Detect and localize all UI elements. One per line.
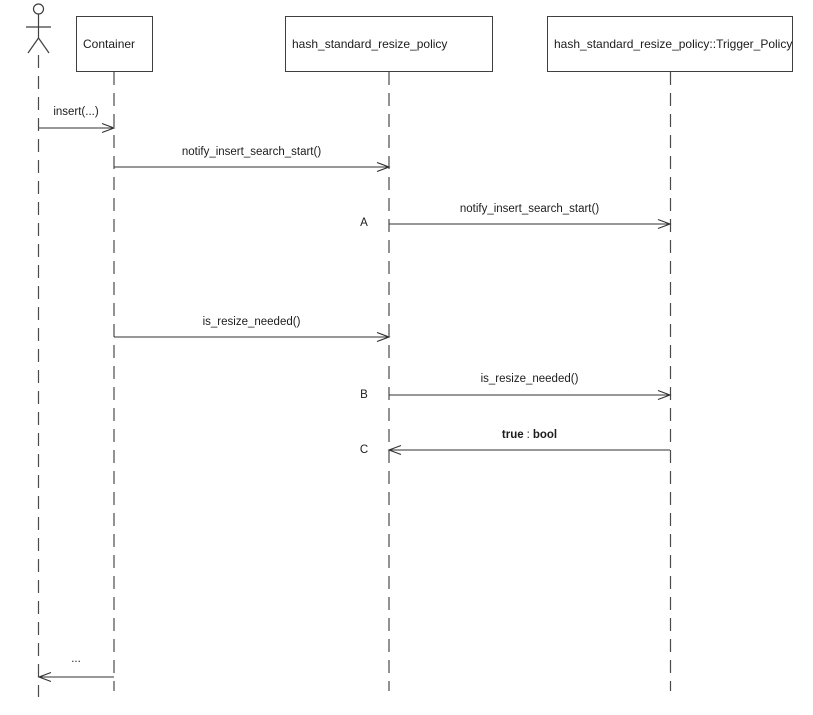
message-label-is-resize-needed-2: is_resize_needed() bbox=[480, 373, 579, 385]
message-marker-a: A bbox=[360, 217, 368, 229]
participant-label: Container bbox=[83, 37, 136, 51]
message-label-insert: insert(...) bbox=[53, 106, 99, 118]
actor-icon bbox=[26, 3, 51, 54]
participant-box-container: Container bbox=[76, 16, 153, 72]
message-label-notify-insert-search-start-1: notify_insert_search_start() bbox=[181, 146, 322, 158]
arrow-return-true-bool bbox=[387, 444, 670, 456]
participant-label: hash_standard_resize_policy bbox=[292, 37, 448, 51]
arrow-return-to-actor bbox=[37, 671, 114, 683]
message-label-is-resize-needed-1: is_resize_needed() bbox=[202, 316, 301, 328]
return-separator: : bbox=[526, 429, 530, 441]
message-marker-c: C bbox=[359, 444, 369, 456]
participant-box-trigger-policy: hash_standard_resize_policy::Trigger_Pol… bbox=[547, 16, 793, 72]
message-marker-b: B bbox=[360, 389, 368, 401]
arrow-is-resize-needed-1 bbox=[114, 331, 391, 343]
message-label-notify-insert-search-start-2: notify_insert_search_start() bbox=[459, 203, 600, 215]
arrow-notify-insert-search-start-2 bbox=[389, 218, 672, 230]
return-type: bool bbox=[532, 429, 558, 441]
arrow-is-resize-needed-2 bbox=[389, 389, 672, 401]
return-value: true bbox=[501, 429, 524, 441]
message-label-return-true-bool: true:bool bbox=[389, 428, 670, 442]
participant-label: hash_standard_resize_policy::Trigger_Pol… bbox=[554, 37, 793, 51]
arrow-insert bbox=[39, 122, 116, 134]
arrow-notify-insert-search-start-1 bbox=[114, 161, 391, 173]
message-label-return-ellipsis: ... bbox=[71, 653, 81, 665]
participant-box-hash-standard-resize-policy: hash_standard_resize_policy bbox=[285, 16, 493, 72]
